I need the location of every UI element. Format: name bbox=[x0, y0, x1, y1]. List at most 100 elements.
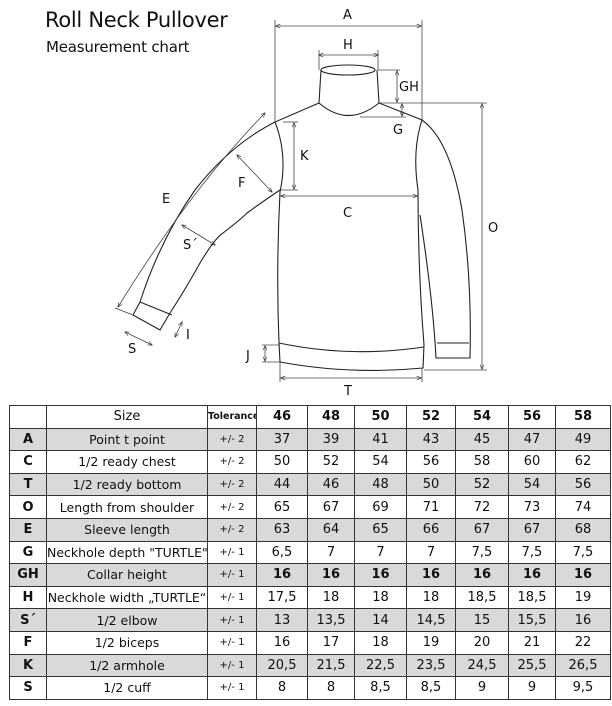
row-value: 44 bbox=[256, 472, 308, 497]
row-description: Neckhole depth "TURTLE" bbox=[46, 540, 208, 565]
row-value: 19 bbox=[555, 585, 611, 610]
label-h: H bbox=[343, 38, 353, 53]
row-code: G bbox=[9, 540, 47, 565]
row-description: 1/2 biceps bbox=[46, 630, 208, 655]
row-code: GH bbox=[9, 563, 47, 587]
row-value: 46 bbox=[307, 472, 355, 497]
header-blank bbox=[9, 405, 47, 429]
row-code: H bbox=[9, 585, 47, 610]
row-value: 8 bbox=[307, 676, 355, 700]
row-value: 17,5 bbox=[256, 585, 308, 610]
row-value: 7 bbox=[307, 540, 355, 565]
row-value: 67 bbox=[455, 517, 509, 542]
header-tolerance: Tolerance bbox=[207, 405, 257, 429]
label-s: S bbox=[128, 342, 136, 357]
row-tolerance: +/- 1 bbox=[207, 676, 257, 700]
header-size: Size bbox=[46, 405, 208, 429]
label-a: A bbox=[343, 8, 352, 23]
label-t: T bbox=[343, 384, 352, 399]
row-value: 71 bbox=[406, 495, 456, 519]
row-value: 37 bbox=[256, 427, 308, 452]
pullover-diagram: A H GH G K F C E S´ O I S J T bbox=[114, 8, 498, 399]
row-value: 50 bbox=[256, 450, 308, 474]
row-value: 16 bbox=[406, 563, 456, 587]
row-value: 54 bbox=[354, 450, 407, 474]
row-value: 48 bbox=[354, 472, 407, 497]
pullover-outline bbox=[132, 64, 471, 371]
row-value: 17 bbox=[307, 630, 355, 655]
row-tolerance: +/- 2 bbox=[207, 427, 257, 452]
row-code: C bbox=[9, 450, 47, 474]
row-tolerance: +/- 1 bbox=[207, 585, 257, 610]
row-description: Sleeve length bbox=[46, 517, 208, 542]
row-tolerance: +/- 2 bbox=[207, 472, 257, 497]
row-value: 21 bbox=[508, 630, 556, 655]
row-value: 18 bbox=[406, 585, 456, 610]
row-value: 8,5 bbox=[354, 676, 407, 700]
row-description: Point t point bbox=[46, 427, 208, 452]
row-value: 7 bbox=[406, 540, 456, 565]
row-value: 16 bbox=[508, 563, 556, 587]
row-value: 15,5 bbox=[508, 608, 556, 632]
row-code: F bbox=[9, 630, 47, 655]
row-code: S bbox=[9, 676, 47, 700]
page-subtitle: Measurement chart bbox=[46, 38, 190, 56]
row-code: A bbox=[9, 427, 47, 452]
hem-band bbox=[278, 342, 425, 353]
row-value: 13,5 bbox=[307, 608, 355, 632]
row-code: S´ bbox=[9, 608, 47, 632]
row-value: 16 bbox=[555, 608, 611, 632]
row-value: 18,5 bbox=[508, 585, 556, 610]
row-value: 18 bbox=[354, 630, 407, 655]
table-header-row: Size Tolerance 46 48 50 52 54 56 58 bbox=[9, 405, 611, 429]
row-value: 58 bbox=[455, 450, 509, 474]
label-gh: GH bbox=[399, 80, 419, 95]
row-value: 52 bbox=[307, 450, 355, 474]
header-size-col: 48 bbox=[307, 405, 355, 429]
row-tolerance: +/- 1 bbox=[207, 653, 257, 678]
row-value: 7,5 bbox=[555, 540, 611, 565]
left-cuff bbox=[139, 301, 173, 316]
label-i: I bbox=[186, 328, 190, 343]
row-value: 56 bbox=[555, 472, 611, 497]
row-value: 15 bbox=[455, 608, 509, 632]
row-value: 67 bbox=[508, 517, 556, 542]
row-value: 9 bbox=[508, 676, 556, 700]
row-code: O bbox=[9, 495, 47, 519]
row-description: Length from shoulder bbox=[46, 495, 208, 519]
row-value: 54 bbox=[508, 472, 556, 497]
row-value: 20,5 bbox=[256, 653, 308, 678]
row-value: 65 bbox=[354, 517, 407, 542]
row-value: 62 bbox=[555, 450, 611, 474]
row-value: 50 bbox=[406, 472, 456, 497]
measure-labels: A H GH G K F C E S´ O I S J T bbox=[128, 8, 498, 399]
row-value: 7,5 bbox=[455, 540, 509, 565]
row-value: 25,5 bbox=[508, 653, 556, 678]
row-code: K bbox=[9, 653, 47, 678]
row-description: 1/2 ready chest bbox=[46, 450, 208, 474]
label-o: O bbox=[488, 221, 498, 236]
row-value: 14,5 bbox=[406, 608, 456, 632]
row-tolerance: +/- 1 bbox=[207, 630, 257, 655]
row-value: 67 bbox=[307, 495, 355, 519]
row-value: 39 bbox=[307, 427, 355, 452]
row-code: T bbox=[9, 472, 47, 497]
label-e: E bbox=[162, 192, 170, 207]
left-sleeve bbox=[132, 121, 281, 331]
row-tolerance: +/- 1 bbox=[207, 540, 257, 565]
row-value: 68 bbox=[555, 517, 611, 542]
row-value: 18,5 bbox=[455, 585, 509, 610]
row-value: 16 bbox=[555, 563, 611, 587]
label-k: K bbox=[300, 149, 309, 164]
label-j: J bbox=[245, 349, 250, 364]
header-size-col: 52 bbox=[406, 405, 456, 429]
header-size-col: 54 bbox=[455, 405, 509, 429]
